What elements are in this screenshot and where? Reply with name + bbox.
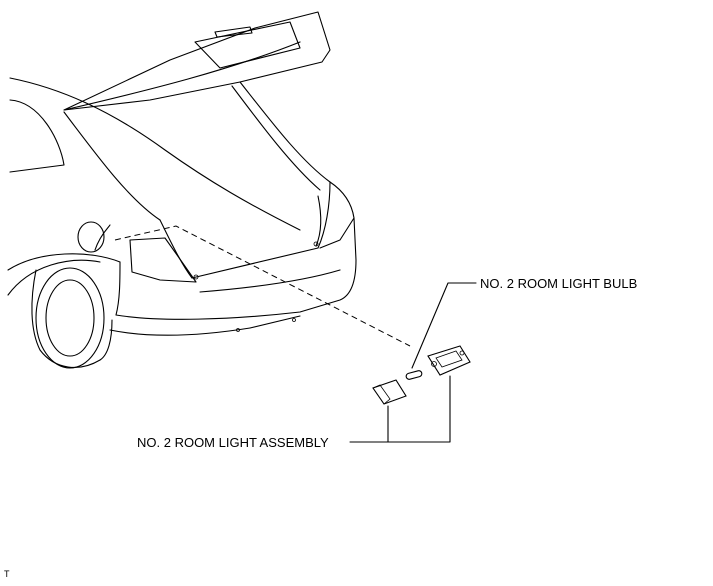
exploded-view-leader [114, 225, 411, 347]
car-rear-illustration [7, 11, 357, 369]
bulb-callout-label: NO. 2 ROOM LIGHT BULB [480, 276, 638, 291]
callout-leaders [349, 282, 477, 443]
room-light-bulb [405, 370, 423, 380]
assembly-callout-label: NO. 2 ROOM LIGHT ASSEMBLY [137, 435, 329, 450]
figure-code: T [4, 569, 10, 579]
room-light-lens [372, 379, 407, 405]
room-light-housing [427, 345, 471, 376]
